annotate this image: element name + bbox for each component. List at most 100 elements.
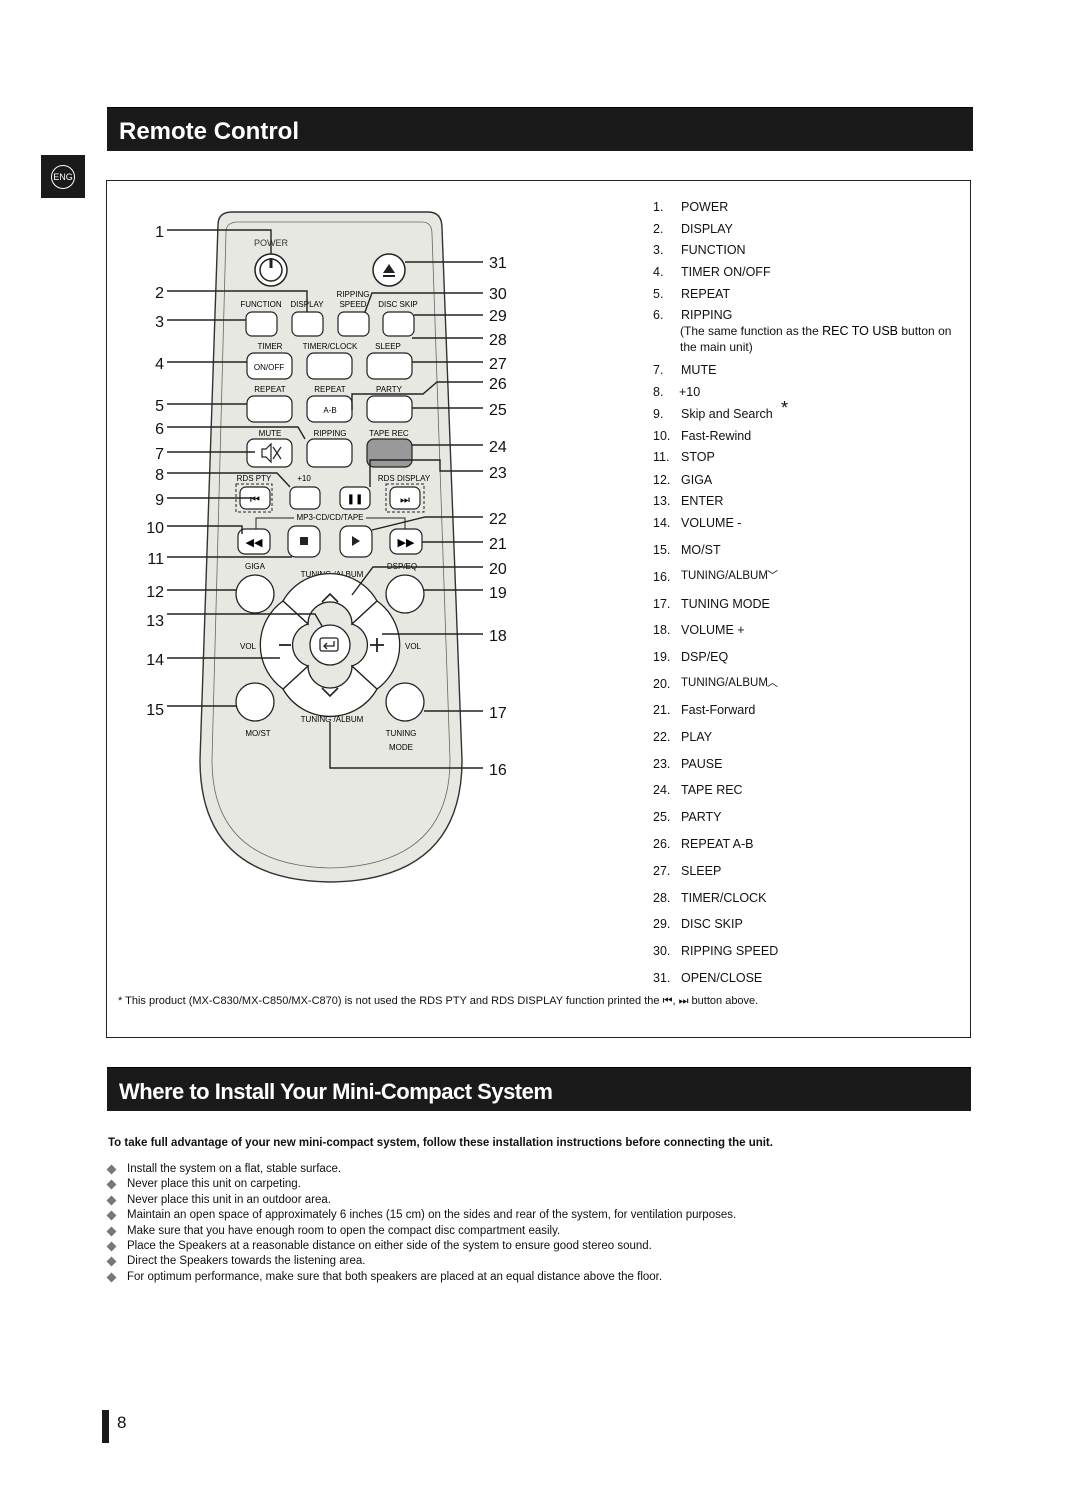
skip-forward-icon: ⏭ xyxy=(400,494,410,506)
remote-control-illustration: POWER FUNCTION DISPLAY RIPPING SPEED DIS… xyxy=(146,211,507,883)
callout-16: 16 xyxy=(489,762,507,779)
label-party: PARTY xyxy=(376,385,403,394)
callout-1: 1 xyxy=(155,224,164,241)
label-timer-clock: TIMER/CLOCK xyxy=(303,342,358,351)
label-function: FUNCTION xyxy=(240,300,282,309)
enter-icon xyxy=(319,637,339,652)
page-number-bar xyxy=(102,1410,109,1443)
callout-28: 28 xyxy=(489,332,507,349)
language-tab: ENG xyxy=(41,155,85,198)
callout-9: 9 xyxy=(155,492,164,509)
pause-button xyxy=(339,486,371,510)
label-tape-rec: TAPE REC xyxy=(369,429,409,438)
diamond-bullet-icon xyxy=(106,1226,117,1237)
callout-5: 5 xyxy=(155,398,164,415)
label-plus10: +10 xyxy=(297,474,311,483)
skip-forward-icon: ⏭ xyxy=(678,995,689,1007)
language-badge: ENG xyxy=(51,165,75,189)
callout-8: 8 xyxy=(155,467,164,484)
chevron-up-icon: ︿ xyxy=(767,677,778,689)
down-arrow-icon xyxy=(321,687,339,698)
footnote: * This product (MX-C830/MX-C850/MX-C870)… xyxy=(118,995,759,1007)
callout-24: 24 xyxy=(489,439,507,456)
callout-23: 23 xyxy=(489,465,507,482)
callout-25: 25 xyxy=(489,402,507,419)
skip-back-icon: ⏮ xyxy=(250,494,260,506)
callout-31: 31 xyxy=(489,255,507,272)
label-vol-left: VOL xyxy=(240,642,257,651)
ripping-button xyxy=(306,438,353,468)
pause-icon: ❚❚ xyxy=(347,494,364,505)
ripping-note: (The same function as the REC TO USB but… xyxy=(680,324,952,354)
callout-27: 27 xyxy=(489,356,507,373)
repeat-button xyxy=(246,395,293,423)
callout-4: 4 xyxy=(155,356,164,373)
timer-on-off-button xyxy=(246,352,293,380)
tape-rec-button xyxy=(366,438,413,468)
skip-forward-button xyxy=(389,486,421,510)
callout-3: 3 xyxy=(155,314,164,331)
label-a-b: A-B xyxy=(323,406,336,415)
label-mo-st: MO/ST xyxy=(245,729,270,738)
diamond-bullet-icon xyxy=(106,1272,117,1283)
label-tuning-album-bottom: TUNING /ALBUM xyxy=(301,715,364,724)
label-ripping: RIPPING xyxy=(314,429,347,438)
callout-19: 19 xyxy=(489,585,507,602)
label-rds-pty: RDS PTY xyxy=(237,474,272,483)
diamond-bullet-icon xyxy=(106,1179,117,1190)
label-timer: TIMER xyxy=(258,342,283,351)
play-icon xyxy=(352,536,360,546)
diamond-bullet-icon xyxy=(106,1164,117,1175)
mute-button xyxy=(246,438,293,468)
label-disc-skip: DISC SKIP xyxy=(378,300,418,309)
eject-icon xyxy=(383,264,395,273)
enter-button xyxy=(309,624,351,666)
diamond-bullet-icon xyxy=(106,1256,117,1267)
callout-22: 22 xyxy=(489,511,507,528)
callout-15: 15 xyxy=(146,702,164,719)
diamond-bullet-icon xyxy=(106,1241,117,1252)
label-rds-display: RDS DISPLAY xyxy=(378,474,431,483)
chevron-down-icon: ﹀ xyxy=(767,570,778,582)
ripping-speed-button xyxy=(337,311,370,337)
callout-2: 2 xyxy=(155,285,164,302)
callout-7: 7 xyxy=(155,446,164,463)
callout-18: 18 xyxy=(489,628,507,645)
remote-control-panel xyxy=(106,180,971,1038)
label-ripping-speed-1: RIPPING xyxy=(337,290,370,299)
tuning-mode-button xyxy=(385,682,425,722)
section-header-install: Where to Install Your Mini-Compact Syste… xyxy=(107,1067,971,1111)
plus10-button xyxy=(289,486,321,510)
sleep-button xyxy=(366,352,413,380)
callout-20: 20 xyxy=(489,561,507,578)
label-tuning: TUNING xyxy=(386,729,417,738)
callout-13: 13 xyxy=(146,613,164,630)
label-giga: GIGA xyxy=(245,562,266,571)
page-number: 8 xyxy=(117,1413,127,1432)
label-mute: MUTE xyxy=(259,429,282,438)
callout-12: 12 xyxy=(146,584,164,601)
rewind-icon: ◀◀ xyxy=(246,537,263,549)
label-repeat-ab: REPEAT xyxy=(314,385,346,394)
function-button xyxy=(245,311,278,337)
label-on-off: ON/OFF xyxy=(254,363,284,372)
mo-st-button xyxy=(235,682,275,722)
section-header-remote-control: Remote Control xyxy=(107,107,973,151)
label-mp3-cd-tape: MP3-CD/CD/TAPE xyxy=(297,513,364,522)
intro-text: To take full advantage of your new mini-… xyxy=(108,1137,773,1149)
diamond-bullet-icon xyxy=(106,1210,117,1221)
callout-17: 17 xyxy=(489,705,507,722)
asterisk: * xyxy=(781,398,789,418)
disc-skip-button xyxy=(382,311,415,337)
label-mode: MODE xyxy=(389,743,413,752)
callout-11: 11 xyxy=(147,551,164,568)
giga-button xyxy=(235,574,275,614)
skip-back-icon: ⏮ xyxy=(662,995,673,1007)
callout-29: 29 xyxy=(489,308,507,325)
stop-icon xyxy=(300,537,308,545)
rewind-button xyxy=(237,528,271,555)
label-sleep: SLEEP xyxy=(375,342,401,351)
section-title: Where to Install Your Mini-Compact Syste… xyxy=(119,1079,553,1104)
diamond-bullet-icon xyxy=(106,1195,117,1206)
fast-forward-icon: ▶▶ xyxy=(398,537,415,549)
